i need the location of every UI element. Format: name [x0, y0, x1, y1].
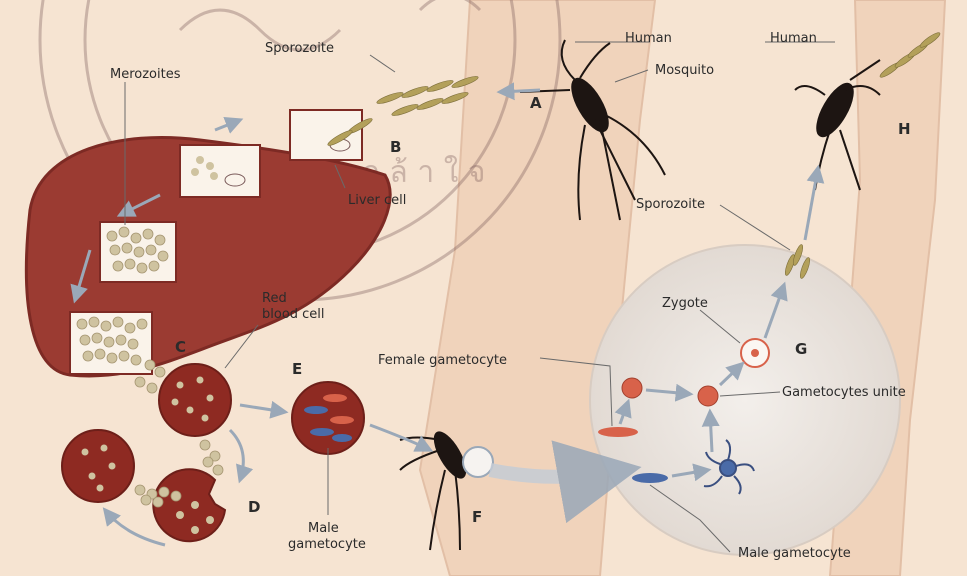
female-gametocyte-shape — [598, 427, 638, 437]
label-human-left: Human — [625, 31, 672, 46]
label-male-gametocyte-right: Male gametocyte — [738, 546, 851, 561]
liver-cell-box-2 — [180, 145, 260, 197]
liver-cell-box-1 — [290, 110, 362, 160]
liver-cell-box-3 — [100, 222, 176, 282]
label-liver-cell: Liver cell — [348, 193, 406, 208]
stage-letter-g: G — [795, 340, 807, 358]
mosquito-gut-small — [463, 447, 493, 477]
mosquito-gut-circle — [590, 245, 900, 555]
label-merozoites: Merozoites — [110, 67, 181, 82]
arrow-f-to-gut — [490, 470, 625, 477]
label-gametocytes-unite: Gametocytes unite — [782, 385, 906, 400]
label-gametocyte: gametocyte — [288, 537, 366, 552]
label-sporozoite-mid: Sporozoite — [636, 197, 705, 212]
label-red: Red — [262, 291, 287, 306]
stage-letter-c: C — [175, 338, 186, 356]
stage-letter-f: F — [472, 508, 482, 526]
liver-cell-box-4 — [70, 312, 152, 374]
label-female-gametocyte: Female gametocyte — [378, 353, 507, 368]
label-human-right: Human — [770, 31, 817, 46]
stage-letter-b: B — [390, 138, 401, 156]
label-mosquito: Mosquito — [655, 63, 714, 78]
stage-letter-h: H — [898, 120, 911, 138]
red-blood-cell-left — [62, 430, 134, 502]
female-gamete-cell — [622, 378, 642, 398]
zygote-nucleus — [751, 349, 759, 357]
red-blood-cell-d — [153, 469, 225, 541]
stage-letter-d: D — [248, 498, 260, 516]
red-blood-cell-e — [292, 382, 364, 454]
label-male: Male — [308, 521, 339, 536]
label-blood-cell: blood cell — [262, 307, 325, 322]
label-zygote: Zygote — [662, 296, 708, 311]
male-gametocyte-shape — [632, 473, 668, 483]
gametocytes-unite-cell — [698, 386, 718, 406]
red-blood-cell-c — [159, 364, 231, 436]
stage-letter-e: E — [292, 360, 302, 378]
stage-letter-a: A — [530, 94, 542, 112]
label-sporozoite-top: Sporozoite — [265, 41, 334, 56]
